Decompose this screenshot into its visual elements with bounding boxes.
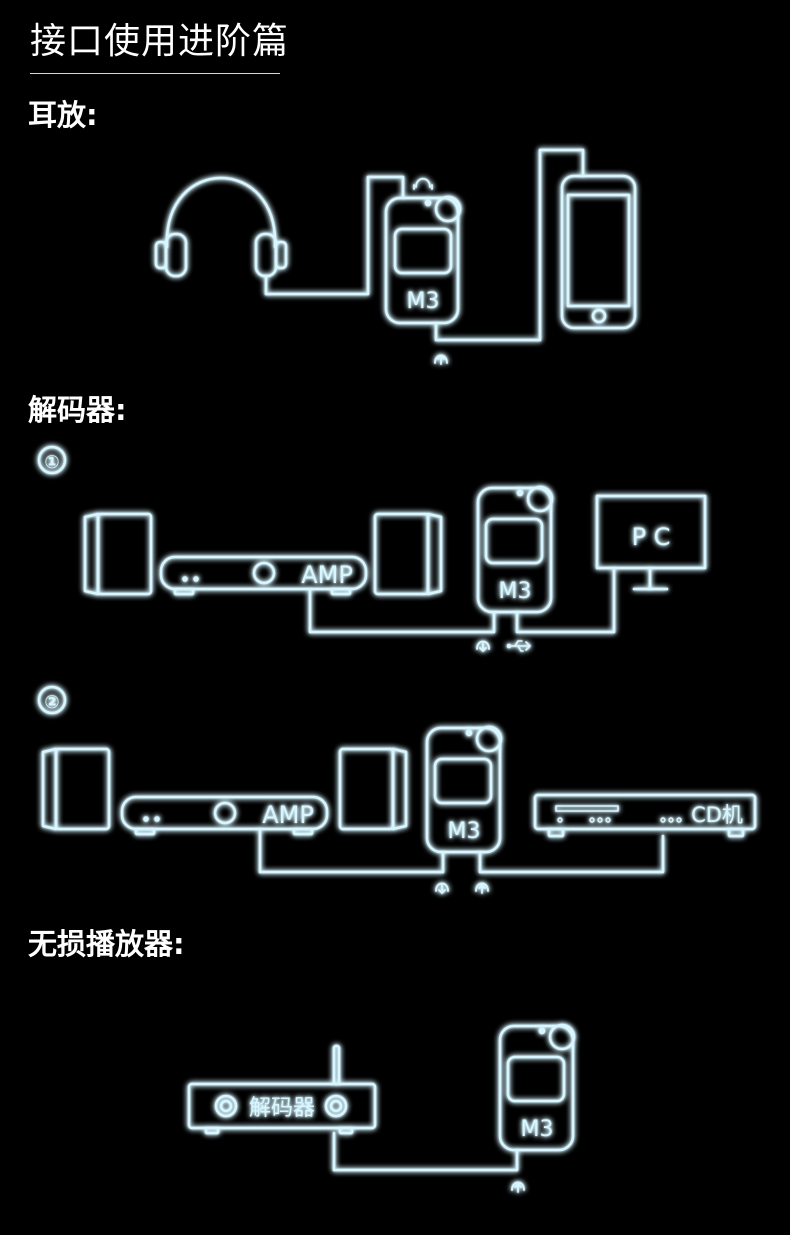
amplifier-icon: AMP: [120, 795, 329, 836]
m3-device-1: M3: [384, 195, 462, 325]
device-label: M3: [448, 819, 481, 844]
speaker-icon: [83, 512, 153, 596]
smartphone-icon: [560, 174, 637, 330]
monitor-icon: P C: [595, 494, 707, 591]
step-number-1: ①: [37, 445, 67, 475]
m3-to-pc-cable: [515, 566, 616, 634]
title-divider: [30, 73, 280, 74]
headphone-cable: [264, 175, 405, 296]
m3-device-2: M3: [476, 485, 554, 614]
speaker-icon: [373, 512, 443, 596]
amp-label: AMP: [262, 801, 314, 829]
device-label: M3: [521, 1117, 554, 1142]
speaker-icon: [41, 747, 111, 831]
amp-label: AMP: [301, 561, 353, 589]
amp-to-m3-cable: [258, 827, 445, 874]
page-title: 接口使用进阶篇: [30, 21, 290, 62]
step-number-text: ②: [44, 692, 59, 713]
headphones-icon: [154, 176, 288, 278]
m3-device-3: M3: [425, 725, 503, 854]
device-label: M3: [499, 579, 532, 604]
decoder-to-m3-cable: [332, 1131, 519, 1172]
step-number-text: ①: [44, 452, 59, 473]
usb-icon: [506, 640, 531, 652]
device-label: M3: [407, 289, 440, 314]
section-heading-decoder: 解码器:: [28, 393, 127, 427]
port-arrow-icon: [511, 1181, 525, 1193]
m3-device-4: M3: [498, 1023, 576, 1152]
pc-label: P C: [632, 523, 671, 551]
cd-label: CD机: [691, 803, 743, 827]
port-arrow-icon: [435, 882, 449, 894]
port-arrow-icon: [476, 640, 490, 652]
phone-cable: [434, 148, 585, 342]
amplifier-icon: AMP: [159, 555, 368, 596]
port-arrow-icon: [475, 882, 489, 894]
cd-player-icon: CD机: [533, 793, 757, 838]
cd-to-m3-cable: [478, 834, 665, 874]
speaker-icon: [338, 747, 408, 831]
section-heading-headphone-amp: 耳放:: [28, 98, 98, 132]
headphone-jack-icon: [413, 177, 433, 190]
amp-to-m3-cable: [308, 587, 496, 634]
section-heading-lossless-player: 无损播放器:: [28, 927, 185, 961]
decoder-box-label: 解码器: [249, 1096, 315, 1121]
port-arrow-icon: [434, 354, 448, 365]
step-number-2: ②: [37, 685, 67, 715]
decoder-box-icon: 解码器: [187, 1044, 377, 1135]
